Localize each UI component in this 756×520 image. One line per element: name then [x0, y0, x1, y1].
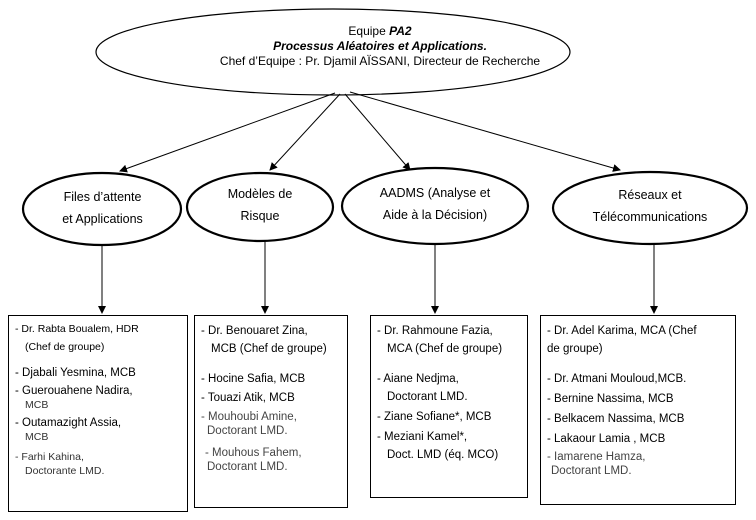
root-line3: Chef d’Equipe : Pr. Djamil AÏSSANI, Dire… [219, 54, 541, 68]
root-line1-bold: PA2 [389, 24, 412, 38]
member-line: (Chef de groupe) [25, 341, 105, 353]
group-title-line: Aide à la Décision) [382, 208, 488, 222]
group-title-line: Télécommunications [592, 210, 708, 224]
member-line: MCB [25, 431, 49, 443]
group-ellipse-risque [185, 171, 335, 243]
member-line: - Ziane Sofiane*, MCB [377, 411, 492, 423]
member-line: Doctorant LMD. [207, 425, 288, 437]
member-line: - Guerouahene Nadira, [15, 385, 133, 397]
member-line: - Farhi Kahina, [15, 451, 84, 463]
member-line: - Iamarene Hamza, [547, 451, 646, 463]
member-line: - Mouhous Fahem, [205, 447, 302, 459]
root-line1-text: Equipe [348, 24, 386, 38]
root-line2: Processus Aléatoires et Applications. [273, 39, 487, 53]
root-title: Equipe PA2 Processus Aléatoires et Appli… [100, 24, 660, 69]
member-line: Doctorant LMD. [387, 391, 468, 403]
member-line: - Bernine Nassima, MCB [547, 393, 674, 405]
member-line: MCB (Chef de groupe) [211, 343, 327, 355]
member-line: MCA (Chef de groupe) [387, 343, 503, 355]
group-title-line: Files d’attente [63, 190, 142, 204]
member-line: - Dr. Adel Karima, MCA (Chef [547, 325, 697, 337]
group-title-risque: Modèles de Risque [190, 183, 330, 227]
group-ellipse-reseaux [551, 170, 749, 246]
group-title-reseaux: Réseaux et Télécommunications [560, 184, 740, 228]
member-line: - Mouhoubi Amine, [201, 411, 297, 423]
member-line: Doct. LMD (éq. MCO) [387, 449, 499, 461]
root-line1: Equipe PA2 [100, 24, 660, 39]
member-line: - Dr. Rabta Boualem, HDR [15, 323, 139, 335]
members-box-risque: - Dr. Benouaret Zina, MCB (Chef de group… [194, 315, 348, 508]
member-line: - Dr. Atmani Mouloud,MCB. [547, 373, 687, 385]
root-ellipse [95, 8, 571, 96]
arrow-root-to-files [119, 92, 336, 173]
group-title-line: Modèles de [227, 187, 293, 201]
member-line: - Outamazight Assia, [15, 417, 122, 429]
group-title-line: AADMS (Analyse et [379, 186, 491, 200]
group-title-line: et Applications [62, 212, 143, 226]
member-line: Doctorante LMD. [25, 465, 105, 477]
arrow-root-to-aadms [344, 93, 411, 171]
group-title-line: Réseaux et [618, 188, 682, 202]
member-line: - Lakaour Lamia , MCB [547, 433, 666, 445]
member-line: - Touazi Atik, MCB [201, 392, 295, 404]
member-line: Doctorant LMD. [551, 465, 632, 477]
members-box-aadms: - Dr. Rahmoune Fazia, MCA (Chef de group… [370, 315, 528, 498]
member-line: - Belkacem Nassima, MCB [547, 413, 685, 425]
member-line: - Hocine Safia, MCB [201, 373, 306, 385]
member-line: - Djabali Yesmina, MCB [15, 367, 136, 379]
members-box-reseaux: - Dr. Adel Karima, MCA (Chef de groupe) … [540, 315, 736, 505]
member-line: - Aiane Nedjma, [377, 373, 459, 385]
members-box-files: - Dr. Rabta Boualem, HDR (Chef de groupe… [8, 315, 188, 512]
arrow-root-to-reseaux [349, 91, 621, 172]
member-line: - Dr. Rahmoune Fazia, [377, 325, 493, 337]
group-title-files: Files d’attente et Applications [30, 186, 175, 230]
group-title-line: Risque [240, 209, 280, 223]
member-line: de groupe) [547, 343, 603, 355]
member-line: - Meziani Kamel*, [377, 431, 468, 443]
member-line: MCB [25, 399, 49, 411]
arrow-root-to-risque [269, 93, 341, 171]
member-line: - Dr. Benouaret Zina, [201, 325, 308, 337]
member-line: Doctorant LMD. [207, 461, 288, 473]
group-title-aadms: AADMS (Analyse et Aide à la Décision) [350, 182, 520, 226]
